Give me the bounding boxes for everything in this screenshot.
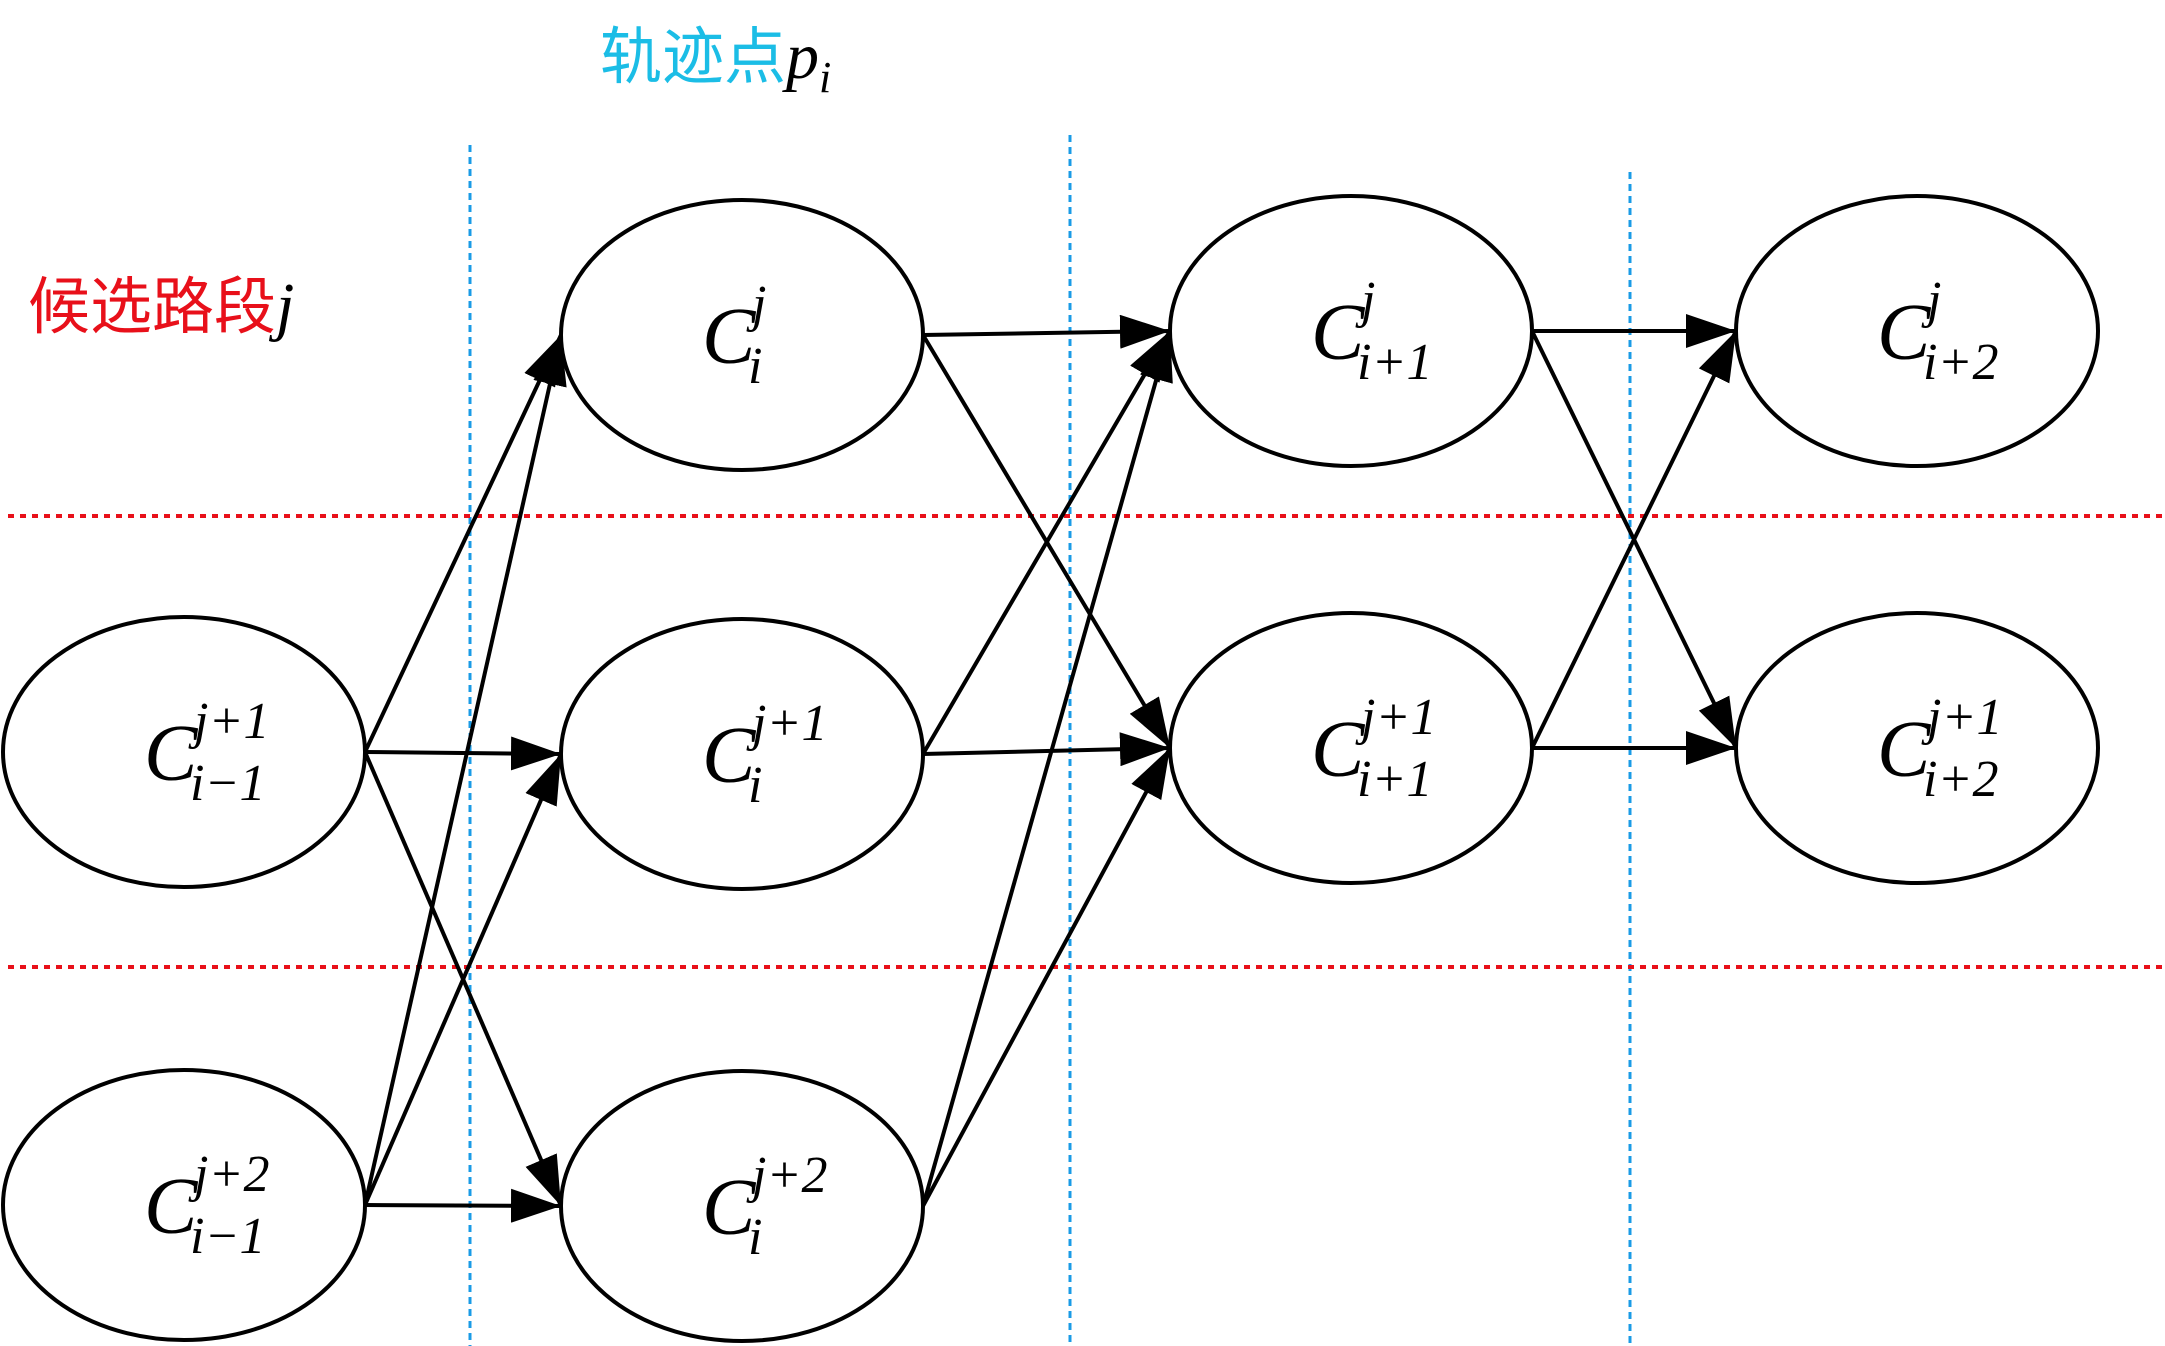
edge-C1-to-D0 — [1530, 330, 1738, 749]
node-label-subscript: i−1 — [190, 1208, 266, 1265]
candidate-segment-title: 候选路段j — [28, 270, 294, 343]
node-label-superscript: j+1 — [1921, 689, 2003, 746]
node-label-subscript: i — [748, 757, 762, 814]
node-D1: Cj+1i+2 — [1734, 611, 2100, 885]
node-ellipse — [559, 1069, 925, 1343]
node-label-base: C — [1877, 706, 1932, 794]
node-ellipse — [1168, 611, 1534, 885]
titles-layer: 轨迹点pi 候选路段j — [28, 20, 831, 343]
edge-B0-to-C0 — [922, 314, 1171, 349]
node-B2: Cj+2i — [559, 1069, 925, 1343]
node-ellipse — [559, 617, 925, 891]
node-label-superscript: j+2 — [188, 1146, 270, 1203]
node-label-base: C — [702, 712, 757, 800]
nodes-layer: Cj+1i−1Cj+2i−1CjiCj+1iCj+2iCji+1Cj+1i+1C… — [1, 194, 2100, 1343]
node-label-subscript: i+1 — [1357, 751, 1433, 808]
node-B0: Cji — [559, 198, 925, 472]
trajectory-symbol: p — [782, 20, 819, 93]
trajectory-point-title: 轨迹点pi — [600, 20, 831, 102]
node-label-subscript: i+2 — [1923, 334, 1999, 391]
trajectory-point-label: 轨迹点 — [600, 20, 786, 93]
edge-A2-to-B2 — [364, 1188, 562, 1223]
node-label-subscript: i — [748, 1209, 762, 1266]
node-A2: Cj+2i−1 — [1, 1068, 367, 1342]
node-label-base: C — [1311, 706, 1366, 794]
node-label-superscript: j — [1355, 272, 1375, 329]
edge-B1-to-C1 — [922, 732, 1171, 767]
node-label-superscript: j+1 — [188, 693, 270, 750]
node-label-base: C — [144, 710, 199, 798]
edge-A2-to-B0 — [363, 334, 567, 1206]
node-label-superscript: j+1 — [1355, 689, 1437, 746]
node-label-subscript: i+2 — [1923, 751, 1999, 808]
node-label-base: C — [144, 1163, 199, 1251]
node-ellipse — [1168, 194, 1534, 468]
node-label-base: C — [1311, 289, 1366, 377]
edge-B2-to-C0 — [921, 330, 1173, 1207]
node-label-base: C — [702, 293, 757, 381]
node-label-superscript: j+1 — [746, 695, 828, 752]
node-ellipse — [1734, 611, 2100, 885]
edge-A2-to-B1 — [363, 753, 563, 1206]
node-label-superscript: j — [746, 276, 766, 333]
node-A1: Cj+1i−1 — [1, 615, 367, 889]
node-B1: Cj+1i — [559, 617, 925, 891]
edges-layer — [363, 314, 1738, 1223]
node-label-superscript: j+2 — [746, 1147, 828, 1204]
edge-A1-to-B0 — [363, 334, 563, 753]
node-ellipse — [1, 1068, 367, 1342]
node-C1: Cj+1i+1 — [1168, 611, 1534, 885]
node-C0: Cji+1 — [1168, 194, 1534, 468]
node-label-base: C — [702, 1164, 757, 1252]
edge-B2-to-C1 — [921, 747, 1172, 1207]
node-D0: Cji+2 — [1734, 194, 2100, 468]
candidate-segment-label: 候选路段 — [28, 270, 276, 343]
node-ellipse — [1, 615, 367, 889]
edge-A1-to-B1 — [364, 736, 562, 771]
trajectory-subscript: i — [819, 53, 831, 102]
node-label-subscript: i+1 — [1357, 334, 1433, 391]
node-ellipse — [559, 198, 925, 472]
edge-B1-to-C0 — [921, 329, 1172, 756]
node-label-subscript: i−1 — [190, 755, 266, 812]
node-label-subscript: i — [748, 338, 762, 395]
node-label-base: C — [1877, 289, 1932, 377]
node-label-superscript: j — [1921, 272, 1941, 329]
node-ellipse — [1734, 194, 2100, 468]
